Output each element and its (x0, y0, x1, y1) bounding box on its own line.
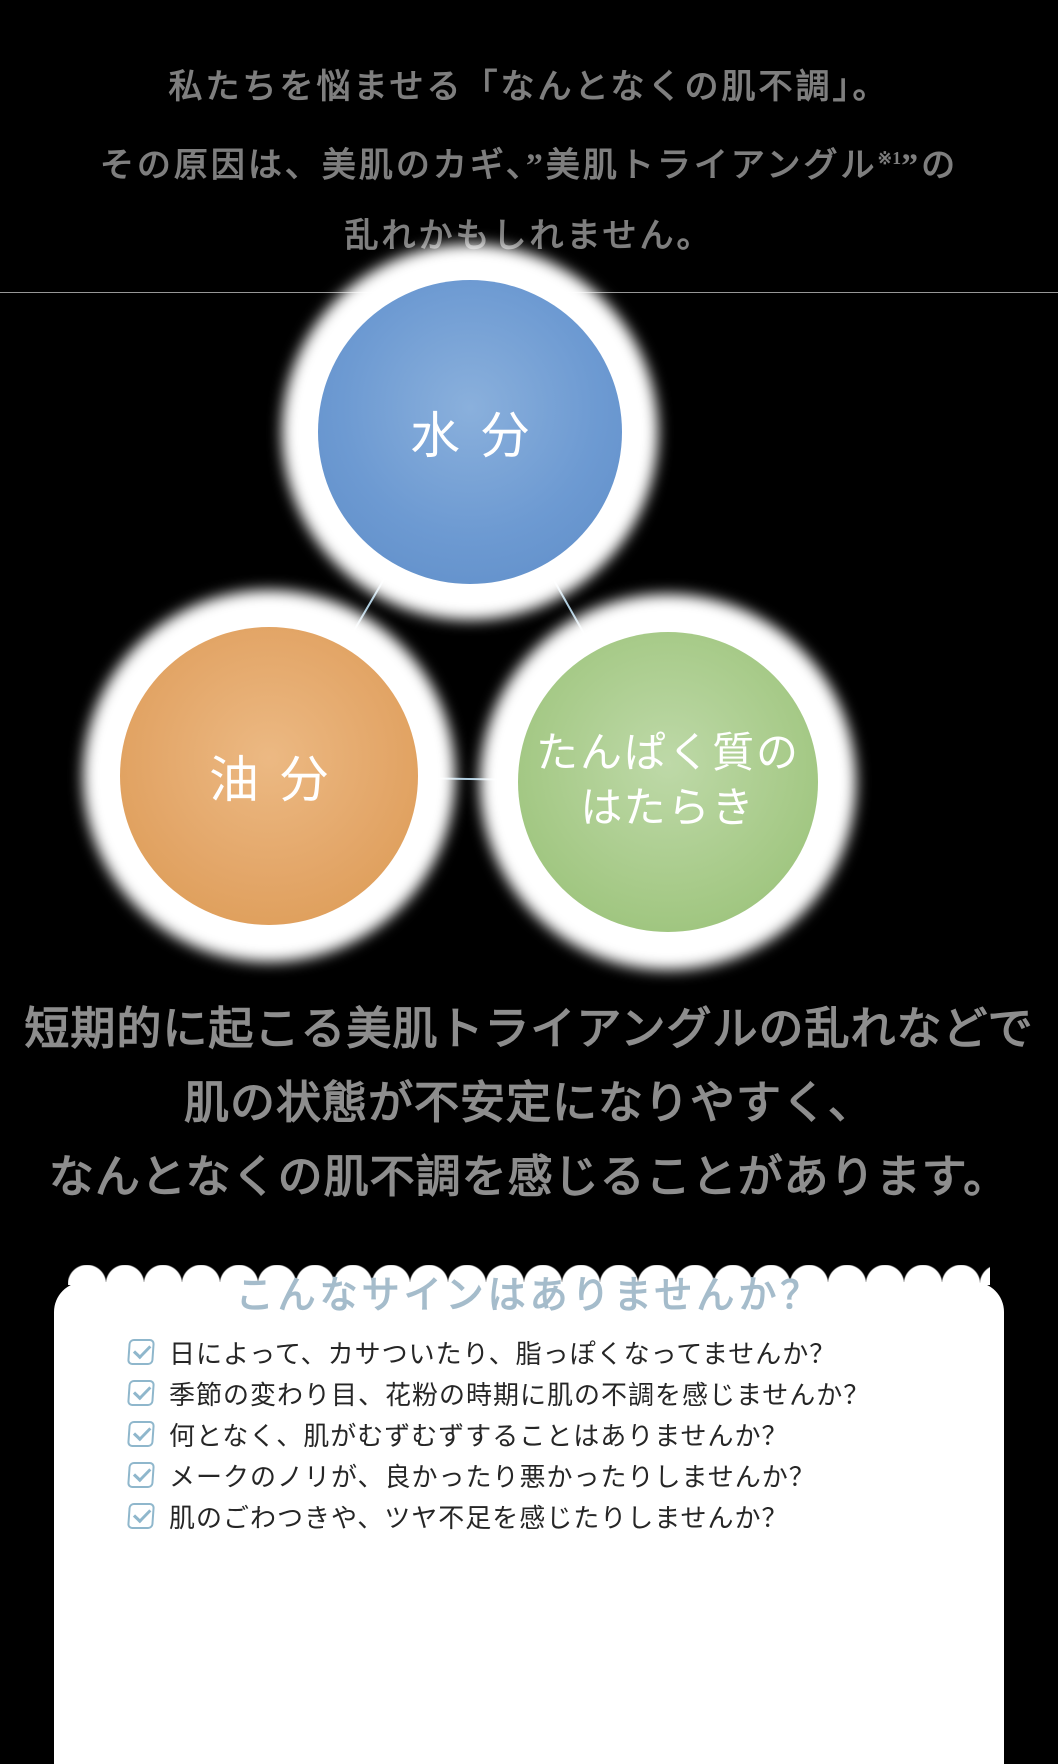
checkbox-check-icon (127, 1421, 155, 1447)
checklist-item-label: 何となく、肌がむずむずすることはありませんか？ (169, 1421, 789, 1451)
intro-line-3: 乱れかもしれません。 (344, 218, 714, 256)
checklist-item: 肌のごわつきや、ツヤ不足を感じたりしませんか？ (127, 1502, 974, 1533)
checklist-item: 何となく、肌がむずむずすることはありませんか？ (127, 1420, 974, 1451)
checklist-item-label: 日によって、カサついたり、脂っぽくなってませんか？ (169, 1339, 837, 1369)
intro-text: 私たちを悩ませる「なんとなくの肌不調」。 その原因は、美肌のカギ、”美肌トライア… (0, 52, 1058, 272)
body-line-2: 肌の状態が不安定になりやすく、 (183, 1078, 874, 1128)
protein-circle: たんぱく質の はたらき (518, 632, 818, 932)
oil-circle: 油分 (120, 627, 418, 925)
footnote-marker: ※1 (877, 148, 902, 168)
signs-panel: こんなサインはありませんか？ 日によって、カサついたり、脂っぽくなってませんか？… (54, 1265, 1004, 1764)
body-text: 短期的に起こる美肌トライアングルの乱れなどで 肌の状態が不安定になりやすく、 な… (0, 992, 1058, 1214)
oil-label: 油分 (209, 752, 349, 808)
checkbox-check-icon (127, 1339, 155, 1365)
checklist-item: 季節の変わり目、花粉の時期に肌の不調を感じませんか？ (127, 1379, 974, 1410)
water-label: 水分 (410, 408, 550, 464)
body-line-1: 短期的に起こる美肌トライアングルの乱れなどで (24, 1004, 1034, 1054)
checklist-item: メークのノリが、良かったり悪かったりしませんか？ (127, 1461, 974, 1492)
body-line-3: なんとなくの肌不調を感じることがあります。 (48, 1152, 1010, 1202)
intro-line-2: その原因は、美肌のカギ、”美肌トライアングル※1”の (99, 147, 959, 185)
checklist-item-label: 肌のごわつきや、ツヤ不足を感じたりしませんか？ (169, 1503, 789, 1533)
water-circle: 水分 (318, 280, 622, 584)
signs-checklist: 日によって、カサついたり、脂っぽくなってませんか？ 季節の変わり目、花粉の時期に… (54, 1282, 1004, 1533)
checkbox-check-icon (127, 1503, 155, 1529)
signs-panel-title: こんなサインはありませんか？ (235, 1275, 823, 1317)
protein-label: たんぱく質の はたらき (535, 731, 800, 832)
intro-line-1: 私たちを悩ませる「なんとなくの肌不調」。 (168, 69, 890, 106)
checklist-item-label: 季節の変わり目、花粉の時期に肌の不調を感じませんか？ (169, 1380, 871, 1410)
checkbox-check-icon (127, 1380, 155, 1406)
checkbox-check-icon (127, 1462, 155, 1488)
checklist-item-label: メークのノリが、良かったり悪かったりしませんか？ (169, 1462, 816, 1492)
checklist-item: 日によって、カサついたり、脂っぽくなってませんか？ (127, 1338, 974, 1369)
